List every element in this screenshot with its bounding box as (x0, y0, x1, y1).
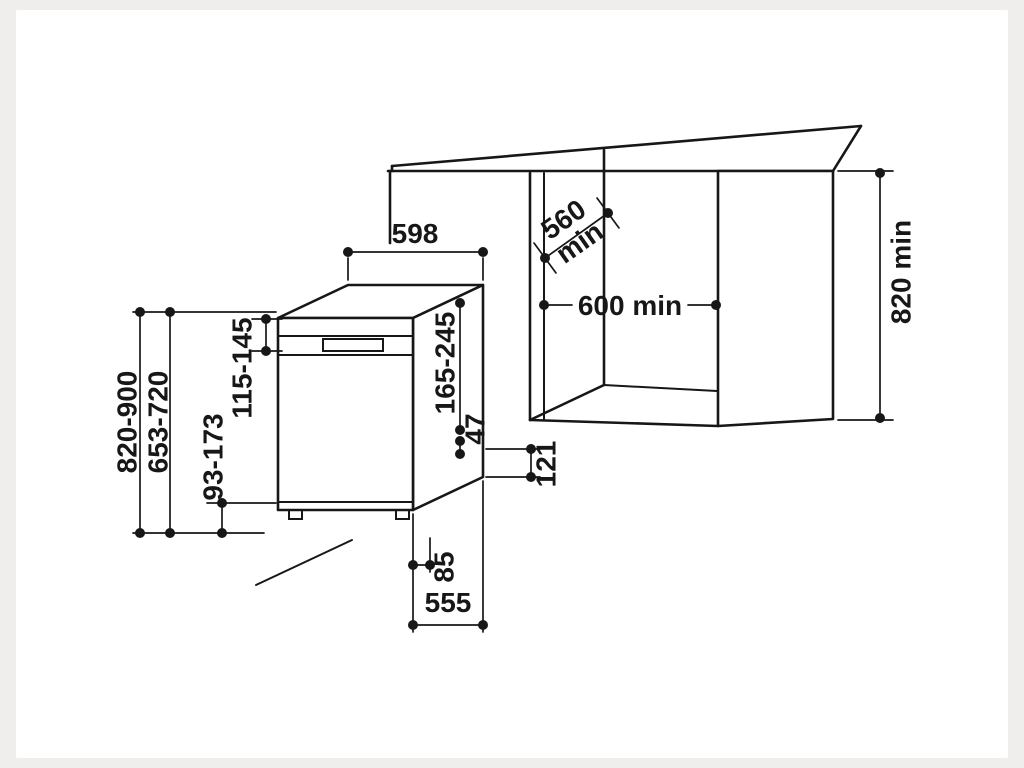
dim-47: 47 (455, 413, 491, 459)
dim-165-245-label: 165-245 (430, 312, 461, 415)
dim-121-label: 121 (531, 441, 562, 488)
dim-600-min: 600 min (539, 290, 721, 321)
dim-820-min-label: 820 min (886, 220, 917, 324)
right-cabinet (716, 169, 835, 428)
dim-820-900: 820-900 (112, 307, 145, 538)
dim-85: 85 (408, 513, 460, 633)
adjustable-foot-left (288, 509, 303, 520)
dim-598-label: 598 (392, 218, 439, 249)
control-panel-display (322, 338, 384, 352)
dim-47-label: 47 (460, 413, 491, 444)
dim-121: 121 (485, 441, 562, 488)
dim-93-173: 93-173 (198, 413, 229, 538)
dim-115-145-label: 115-145 (227, 317, 258, 418)
dim-165-245: 165-245 (430, 298, 465, 435)
niche-opening (528, 148, 720, 428)
dim-115-145: 115-145 (227, 314, 283, 419)
dim-600-min-label: 600 min (578, 290, 682, 321)
dim-555-label: 555 (425, 587, 472, 618)
floor-line (255, 539, 353, 586)
adjustable-foot-right (395, 509, 410, 520)
dim-820-min: 820 min (837, 168, 917, 423)
dim-653-720-label: 653-720 (143, 371, 174, 474)
dishwasher (255, 283, 485, 586)
dim-85-label: 85 (429, 551, 460, 582)
dim-820-900-label: 820-900 (112, 371, 143, 474)
dim-598: 598 (343, 218, 488, 281)
dishwasher-front-panel (276, 316, 415, 512)
dim-555: 555 (408, 480, 488, 633)
dim-653-720: 653-720 (143, 307, 175, 538)
dim-93-173-label: 93-173 (198, 413, 229, 500)
